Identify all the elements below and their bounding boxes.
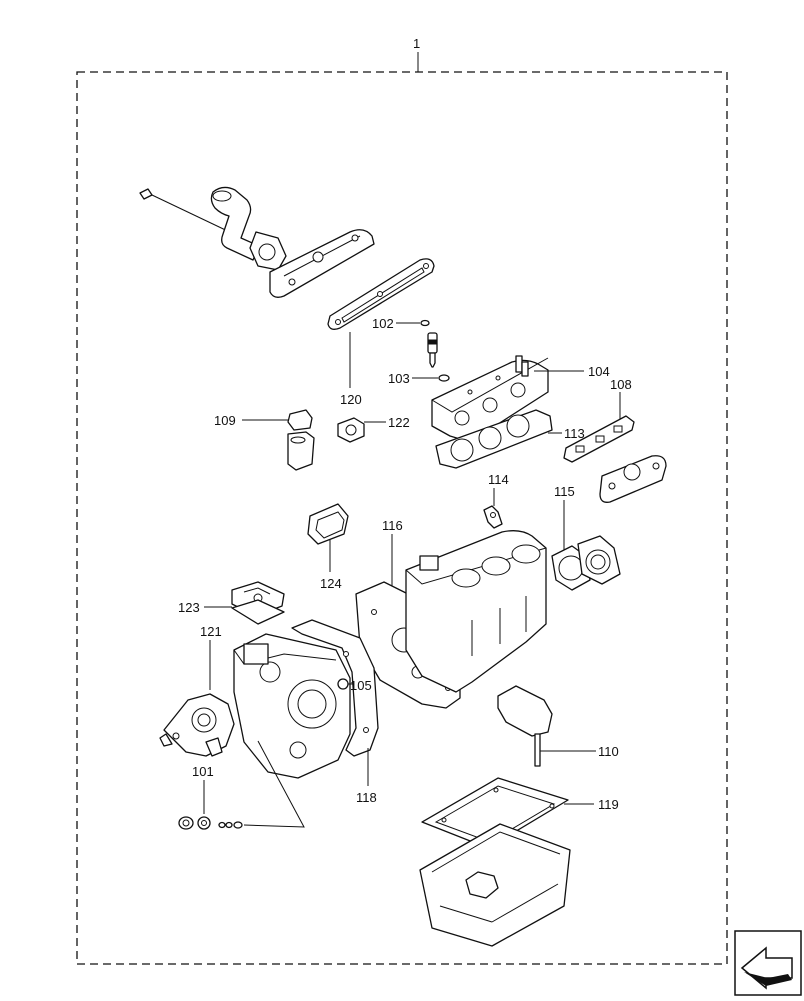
water-pump: [159, 693, 235, 757]
washer-101: [197, 816, 211, 830]
water-outlet-assembly: 120: [139, 186, 435, 407]
head-gasket: [435, 409, 553, 469]
small-seals-assembly: 101: [178, 740, 305, 830]
callout-120: 120: [340, 392, 362, 407]
thermostat-gasket: [337, 417, 365, 443]
oil-pan-gasket: [421, 777, 569, 849]
gasket-123-assembly: 123: [178, 581, 285, 625]
next-page-button[interactable]: [734, 930, 802, 996]
thermostat-part: [287, 409, 315, 471]
callout-121: 121: [200, 624, 222, 639]
bolt-part: [139, 188, 237, 236]
water-outlet-elbow: [210, 186, 260, 261]
callout-102: 102: [372, 316, 394, 331]
injector-assembly: 102 103: [372, 316, 450, 386]
callout-101: 101: [192, 764, 214, 779]
callout-123: 123: [178, 600, 200, 615]
housing-gasket-120: [327, 258, 435, 330]
pin-110: 110: [534, 733, 619, 767]
kit-boundary: 1: [76, 36, 728, 965]
manifold-gasket: [563, 415, 635, 463]
callout-116: 116: [382, 518, 403, 533]
gear-case-assembly: 105 118: [233, 619, 379, 805]
thermostat-housing: [269, 229, 375, 298]
gasket-114: 114: [483, 472, 509, 529]
cover-gasket: [231, 599, 285, 625]
injector-nozzle: [427, 332, 438, 368]
callout-110: 110: [598, 744, 619, 759]
callout-119: 119: [598, 797, 619, 812]
oil-pan-assembly: 119: [419, 777, 619, 947]
water-pump-assembly: 121: [159, 624, 235, 757]
callout-104: 104: [588, 364, 610, 379]
block-bracket: [497, 685, 553, 737]
gear-case-gasket: [291, 619, 379, 757]
callout-118: 118: [356, 790, 377, 805]
callout-122: 122: [388, 415, 410, 430]
cylinder-block: [405, 530, 547, 693]
callout-113: 113: [564, 426, 585, 441]
callout-115: 115: [554, 484, 575, 499]
seal-housing: [577, 535, 621, 585]
callout-124: 124: [320, 576, 342, 591]
callout-103: 103: [388, 371, 410, 386]
callout-105: 105: [350, 678, 372, 693]
cylinder-head-assembly: 104 113: [431, 355, 610, 469]
small-o-rings: [218, 821, 243, 829]
oil-seal-assembly: 115: [551, 484, 621, 591]
oil-pan: [419, 823, 571, 947]
callout-1: 1: [413, 36, 420, 51]
thermostat-assembly: 109 122: [214, 409, 410, 471]
exhaust-flange: [599, 455, 667, 503]
outlet-gasket: [249, 231, 287, 271]
callout-109: 109: [214, 413, 236, 428]
next-page-arrow-icon: [734, 930, 802, 996]
oil-seal-105: [337, 678, 349, 690]
plug-101: [178, 816, 194, 830]
seal-ring-103: [438, 374, 450, 382]
seal-ring-102: [420, 319, 430, 327]
cylinder-head: [431, 355, 549, 443]
gasket-124: 124: [307, 503, 349, 591]
gear-case: [233, 633, 351, 779]
callout-108: 108: [610, 377, 632, 392]
callout-114: 114: [488, 472, 509, 487]
exhaust-manifold-assembly: 108: [563, 377, 667, 503]
cylinder-block-assembly: 116: [355, 518, 553, 737]
